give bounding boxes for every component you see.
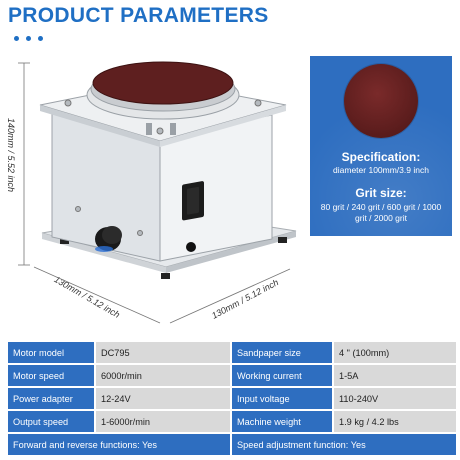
sandpaper-disc-image [344, 64, 418, 138]
param-value: 12-24V [96, 388, 230, 409]
speed-adjust-footer: Speed adjustment function: Yes [232, 434, 456, 455]
sanding-disc [92, 61, 234, 105]
param-value: 4 " (100mm) [334, 342, 456, 363]
dimension-lines [18, 62, 291, 324]
param-label: Working current [232, 365, 332, 386]
page-title: PRODUCT PARAMETERS [8, 4, 269, 27]
table-row: Output speed 1-6000r/min Machine weight … [8, 411, 456, 432]
param-label: Input voltage [232, 388, 332, 409]
power-jack [186, 242, 196, 252]
param-label: Power adapter [8, 388, 94, 409]
param-label: Motor model [8, 342, 94, 363]
specification-panel: Specification: diameter 100mm/3.9 inch G… [310, 56, 452, 236]
parameters-table: Motor model DC795 Sandpaper size 4 " (10… [6, 340, 458, 457]
title-decoration-dots [14, 36, 43, 41]
grit-size-heading: Grit size: [355, 186, 407, 200]
forward-reverse-footer: Forward and reverse functions: Yes [8, 434, 230, 455]
param-label: Sandpaper size [232, 342, 332, 363]
sander-product-image [18, 61, 297, 324]
param-label: Motor speed [8, 365, 94, 386]
param-value: DC795 [96, 342, 230, 363]
param-value: 110-240V [334, 388, 456, 409]
table-row: Forward and reverse functions: Yes Speed… [8, 434, 456, 455]
param-value: 1.9 kg / 4.2 lbs [334, 411, 456, 432]
specification-value: diameter 100mm/3.9 inch [333, 165, 429, 175]
param-value: 1-5A [334, 365, 456, 386]
param-value: 6000r/min [96, 365, 230, 386]
table-row: Motor speed 6000r/min Working current 1-… [8, 365, 456, 386]
param-value: 1-6000r/min [96, 411, 230, 432]
table-row: Power adapter 12-24V Input voltage 110-2… [8, 388, 456, 409]
grit-size-value: 80 grit / 240 grit / 600 grit / 1000 gri… [320, 202, 442, 223]
param-label: Output speed [8, 411, 94, 432]
param-label: Machine weight [232, 411, 332, 432]
specification-heading: Specification: [341, 150, 421, 164]
table-row: Motor model DC795 Sandpaper size 4 " (10… [8, 342, 456, 363]
